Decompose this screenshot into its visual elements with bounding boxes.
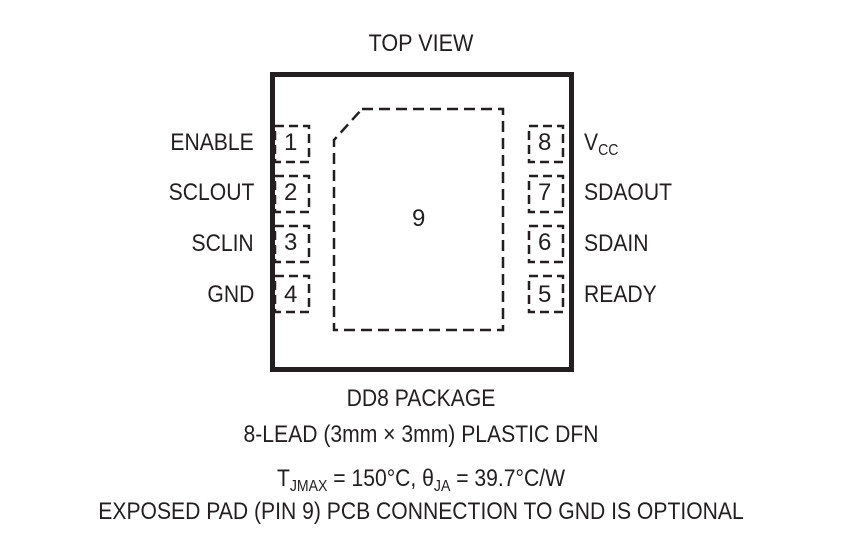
pin-pad-1: [273, 124, 311, 164]
pin-number-8: 8: [538, 129, 552, 156]
pin-pad-5: [527, 274, 565, 314]
thermal-spec: TJMAX = 150°C, θJA = 39.7°C/W: [276, 465, 566, 495]
pin-number-4: 4: [284, 281, 298, 308]
pin-number-5: 5: [538, 281, 552, 308]
pin-name-6: SDAIN: [584, 230, 649, 257]
package-name: DD8 PACKAGE: [346, 385, 496, 412]
diagram-title: TOP VIEW: [368, 30, 474, 57]
pin-name-7: SDAOUT: [584, 179, 673, 206]
pin-number-2: 2: [284, 179, 298, 206]
pin-name-4: GND: [207, 281, 254, 308]
pin-number-7: 7: [538, 179, 552, 206]
pin-number-3: 3: [284, 229, 298, 256]
package-outline: [270, 72, 574, 372]
pin-pad-3: [273, 224, 311, 264]
pin-pad-2: [273, 174, 311, 214]
pin-number-6: 6: [538, 229, 552, 256]
pin-number-1: 1: [284, 129, 298, 156]
pin-name-5: READY: [584, 281, 657, 308]
pin-name-8: VCC: [584, 129, 619, 159]
exposed-pad-note: EXPOSED PAD (PIN 9) PCB CONNECTION TO GN…: [98, 498, 744, 525]
package-description: 8-LEAD (3mm × 3mm) PLASTIC DFN: [243, 421, 599, 448]
pin-name-1: ENABLE: [170, 129, 254, 156]
pin-pad-6: [527, 224, 565, 264]
pin-pad-4: [273, 274, 311, 314]
exposed-pad-number: 9: [412, 205, 426, 232]
exposed-pad-outline: [332, 107, 505, 332]
pin-pad-7: [527, 174, 565, 214]
pin-name-2: SCLOUT: [168, 179, 254, 206]
pin-name-3: SCLIN: [191, 230, 254, 257]
pin-pad-8: [527, 124, 565, 164]
